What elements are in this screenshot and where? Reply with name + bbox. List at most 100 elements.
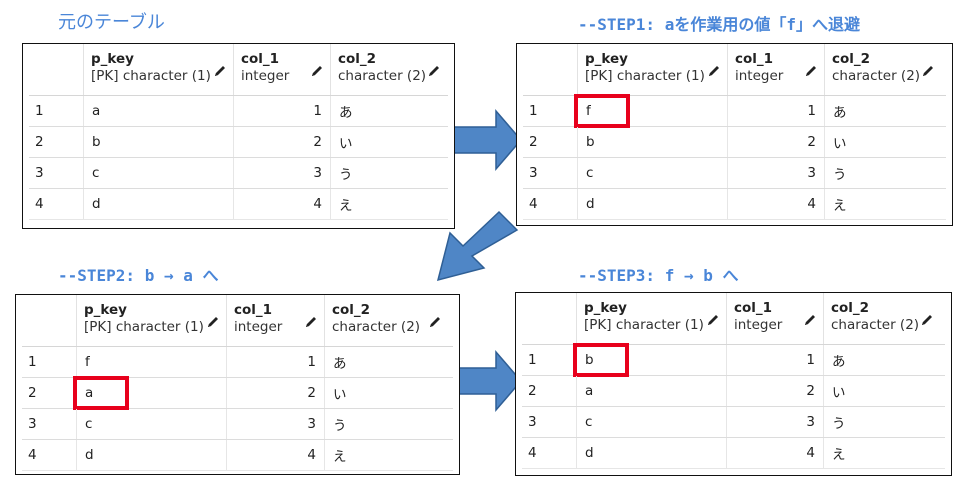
pencil-icon[interactable]	[803, 313, 817, 327]
cell-col-1[interactable]: 1	[728, 96, 825, 126]
cell-text: 4	[807, 196, 816, 212]
pencil-icon[interactable]	[804, 64, 818, 78]
cell-col-2[interactable]: あ	[824, 345, 940, 375]
cell-col-1[interactable]: 3	[728, 158, 825, 188]
cell-col-2[interactable]: う	[824, 407, 940, 437]
cell-p-key[interactable]: d	[77, 440, 227, 470]
cell-p-key[interactable]: c	[577, 407, 727, 437]
cell-col-2[interactable]: あ	[325, 347, 448, 377]
cell-col-1[interactable]: 1	[227, 347, 325, 377]
cell-col-1[interactable]: 3	[234, 158, 331, 188]
pencil-icon[interactable]	[206, 315, 220, 329]
cell-col-1[interactable]: 2	[234, 127, 331, 157]
pencil-icon[interactable]	[310, 64, 324, 78]
cell-col-2[interactable]: い	[825, 127, 941, 157]
pencil-icon[interactable]	[706, 313, 720, 327]
cell-col-2[interactable]: う	[325, 409, 448, 439]
cell-col-1[interactable]: 1	[234, 96, 331, 126]
cell-text: 4	[307, 447, 316, 463]
cell-col-2[interactable]: う	[825, 158, 941, 188]
row-number: 3	[29, 158, 84, 188]
pencil-icon[interactable]	[921, 64, 935, 78]
cell-p-key[interactable]: c	[77, 409, 227, 439]
cell-text: 2	[807, 134, 816, 150]
cell-col-2[interactable]: あ	[331, 96, 447, 126]
cell-text: d	[92, 196, 101, 212]
cell-col-2[interactable]: い	[331, 127, 447, 157]
cell-col-2[interactable]: い	[824, 376, 940, 406]
pencil-icon[interactable]	[213, 64, 227, 78]
cell-col-1[interactable]: 2	[727, 376, 824, 406]
cell-p-key[interactable]: f	[574, 94, 728, 128]
cell-p-key[interactable]: f	[77, 347, 227, 377]
cell-col-1[interactable]: 2	[728, 127, 825, 157]
cell-text: 3	[529, 165, 538, 181]
cell-col-1[interactable]: 3	[227, 409, 325, 439]
cell-col-2[interactable]: え	[825, 189, 941, 219]
cell-col-1[interactable]: 4	[234, 189, 331, 219]
cell-p-key[interactable]: c	[84, 158, 234, 188]
cell-p-key[interactable]: a	[577, 376, 727, 406]
cell-text: f	[586, 103, 591, 119]
cell-col-2[interactable]: あ	[825, 96, 941, 126]
down-left-arrow-icon	[436, 210, 519, 282]
cell-col-1[interactable]: 3	[727, 407, 824, 437]
cell-p-key[interactable]: b	[84, 127, 234, 157]
cell-col-2[interactable]: う	[331, 158, 447, 188]
cell-col-1[interactable]: 4	[728, 189, 825, 219]
cell-p-key[interactable]: a	[73, 376, 227, 410]
column-header-p-key[interactable]: p_key[PK] character (1)	[84, 44, 234, 95]
pencil-icon[interactable]	[304, 315, 318, 329]
cell-col-1[interactable]: 4	[227, 440, 325, 470]
pencil-icon[interactable]	[428, 315, 442, 329]
cell-text: a	[85, 385, 94, 401]
column-header-p-key[interactable]: p_key[PK] character (1)	[578, 44, 728, 95]
cell-p-key[interactable]: b	[573, 343, 727, 377]
cell-col-2[interactable]: え	[331, 189, 447, 219]
cell-col-1[interactable]: 2	[227, 378, 325, 408]
column-header-p-key[interactable]: p_key[PK] character (1)	[577, 293, 727, 344]
cell-col-2[interactable]: え	[824, 438, 940, 468]
column-header-p-key[interactable]: p_key[PK] character (1)	[77, 295, 227, 346]
pencil-icon[interactable]	[427, 64, 441, 78]
cell-col-2[interactable]: い	[325, 378, 448, 408]
cell-p-key[interactable]: b	[578, 127, 728, 157]
cell-p-key[interactable]: d	[84, 189, 234, 219]
cell-p-key[interactable]: c	[578, 158, 728, 188]
cell-text: c	[586, 165, 594, 181]
cell-text: 3	[307, 416, 316, 432]
pencil-icon[interactable]	[707, 64, 721, 78]
cell-p-key[interactable]: a	[84, 96, 234, 126]
column-type: [PK] character (1)	[91, 68, 211, 84]
cell-p-key[interactable]: d	[577, 438, 727, 468]
pencil-icon[interactable]	[920, 313, 934, 327]
cell-p-key[interactable]: d	[578, 189, 728, 219]
cell-col-1[interactable]: 1	[727, 345, 824, 375]
cell-col-2[interactable]: え	[325, 440, 448, 470]
cell-col-1[interactable]: 4	[727, 438, 824, 468]
